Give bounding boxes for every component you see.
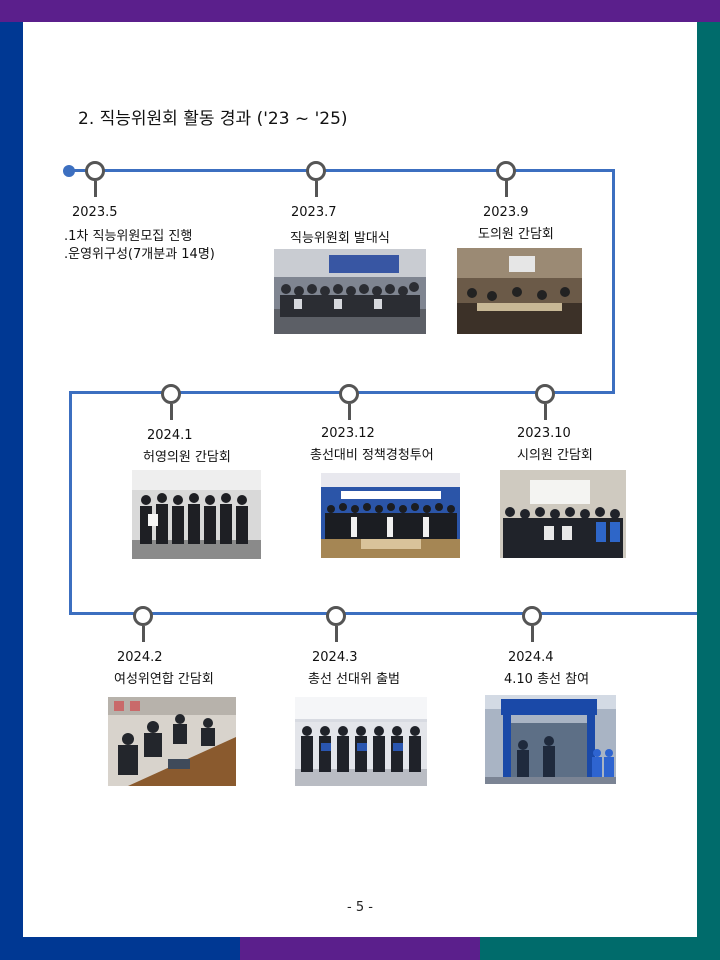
event-date: 2023.9 — [483, 205, 529, 220]
event-label: 시의원 간담회 — [517, 448, 593, 463]
event-date: 2024.2 — [117, 650, 163, 665]
timeline-stem — [142, 626, 145, 642]
event-label: 허영의원 간담회 — [143, 450, 231, 465]
timeline-node — [535, 384, 555, 404]
timeline-stem — [335, 626, 338, 642]
top-frame-bar — [0, 0, 720, 22]
timeline-node — [496, 161, 516, 181]
timeline-stem — [544, 404, 547, 420]
event-photo — [274, 249, 426, 334]
event-date: 2023.5 — [72, 205, 118, 220]
event-label: 여성위연합 간담회 — [114, 672, 214, 687]
event-date: 2024.4 — [508, 650, 554, 665]
event-date: 2024.1 — [147, 428, 193, 443]
event-detail-line: .1차 직능위원모집 진행 — [64, 229, 193, 244]
event-label: 4.10 총선 참여 — [504, 672, 590, 687]
event-photo — [500, 470, 626, 558]
bottom-frame-bar-teal — [480, 937, 720, 960]
event-photo — [457, 248, 582, 334]
section-title: 2. 직능위원회 활동 경과 ('23 ~ '25) — [78, 109, 348, 129]
timeline-stem — [315, 181, 318, 197]
event-photo — [295, 697, 427, 786]
timeline-node — [306, 161, 326, 181]
timeline-row-1 — [68, 169, 615, 172]
timeline-node — [326, 606, 346, 626]
left-frame-bar — [0, 22, 23, 937]
timeline-connector-right — [612, 169, 615, 394]
event-label: 총선 선대위 출범 — [308, 672, 400, 687]
event-photo — [108, 697, 236, 786]
page-number: - 5 - — [347, 900, 373, 915]
timeline-node — [522, 606, 542, 626]
event-label: 총선대비 정책경청투어 — [310, 448, 434, 463]
timeline-stem — [505, 181, 508, 197]
event-date: 2023.10 — [517, 426, 571, 441]
event-label: 직능위원회 발대식 — [290, 231, 390, 246]
bottom-frame-bar-blue — [0, 937, 240, 960]
event-label: 도의원 간담회 — [478, 227, 554, 242]
timeline-connector-left — [69, 391, 72, 615]
timeline-node — [133, 606, 153, 626]
timeline-node — [161, 384, 181, 404]
timeline-start-dot — [63, 165, 75, 177]
timeline-row-3 — [69, 612, 697, 615]
timeline-stem — [94, 181, 97, 197]
event-photo — [132, 470, 261, 559]
event-photo — [321, 473, 460, 558]
timeline-stem — [348, 404, 351, 420]
bottom-frame-bar-purple — [240, 937, 480, 960]
event-photo — [485, 695, 616, 784]
event-date: 2024.3 — [312, 650, 358, 665]
right-frame-bar — [697, 22, 720, 937]
event-detail-line: .운영위구성(7개분과 14명) — [64, 247, 215, 262]
timeline-stem — [531, 626, 534, 642]
timeline-node — [339, 384, 359, 404]
timeline-stem — [170, 404, 173, 420]
event-date: 2023.12 — [321, 426, 375, 441]
timeline-node — [85, 161, 105, 181]
event-date: 2023.7 — [291, 205, 337, 220]
